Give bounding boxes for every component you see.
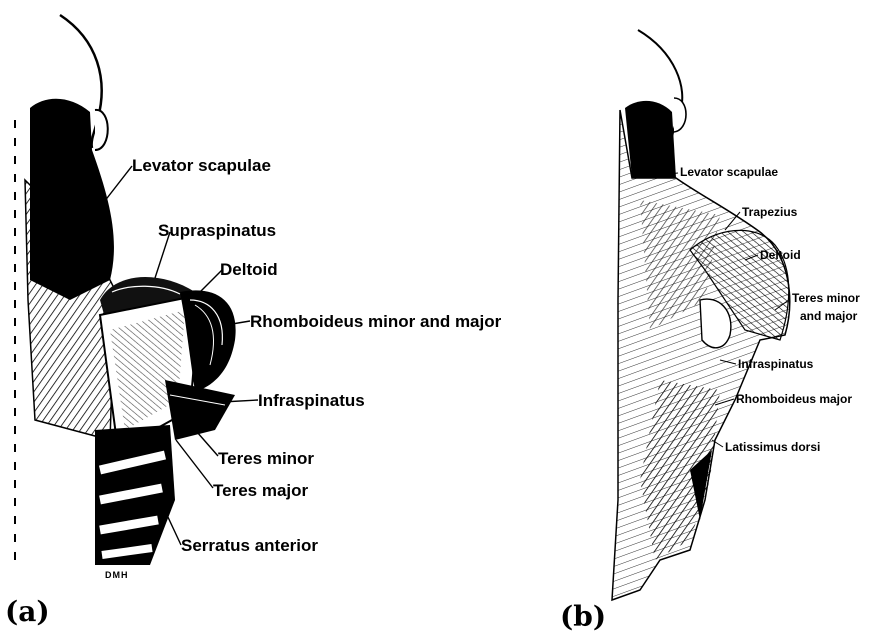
label-latissimus-dorsi-b: Latissimus dorsi bbox=[725, 441, 820, 453]
caption-a: (a) bbox=[5, 598, 50, 626]
label-teres-minor-b: Teres minor bbox=[792, 292, 860, 304]
label-infraspinatus-b: Infraspinatus bbox=[738, 358, 813, 370]
label-teres-major-a: Teres major bbox=[213, 482, 308, 499]
label-supraspinatus-a: Supraspinatus bbox=[158, 222, 276, 239]
label-levator-scapulae-b: Levator scapulae bbox=[680, 166, 778, 178]
panel-b-drawing bbox=[612, 30, 790, 600]
label-teres-minor-a: Teres minor bbox=[218, 450, 314, 467]
label-deltoid-b: Deltoid bbox=[760, 249, 801, 261]
label-teres-major-b: and major bbox=[800, 310, 857, 322]
label-infraspinatus-a: Infraspinatus bbox=[258, 392, 365, 409]
label-deltoid-a: Deltoid bbox=[220, 261, 278, 278]
caption-b: (b) bbox=[560, 603, 606, 631]
label-levator-scapulae-a: Levator scapulae bbox=[132, 157, 271, 174]
label-rhomboideus-major-b: Rhomboideus major bbox=[736, 393, 852, 405]
label-trapezius-b: Trapezius bbox=[742, 206, 797, 218]
label-serratus-anterior-a: Serratus anterior bbox=[181, 537, 318, 554]
label-rhomboideus-a: Rhomboideus minor and major bbox=[250, 313, 501, 330]
artist-signature: DMH bbox=[105, 570, 129, 580]
